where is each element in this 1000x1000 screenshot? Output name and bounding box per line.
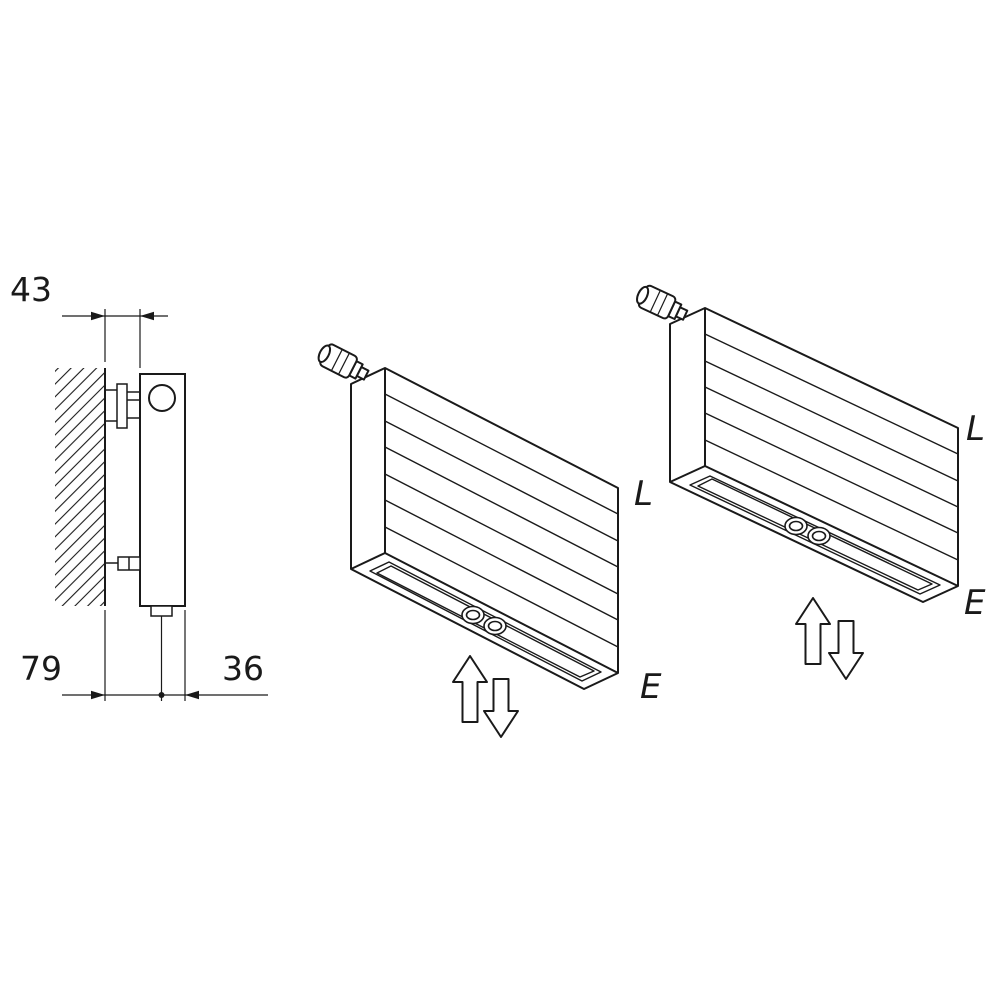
label-e: E: [964, 583, 986, 623]
dimension-bottom: 79 36: [20, 610, 268, 701]
bottom-connection-stub: [150, 605, 173, 617]
dim-value-36: 36: [222, 649, 264, 688]
dim-value-79: 79: [20, 649, 62, 688]
thermostat-valve-icon: [317, 343, 370, 381]
radiator-body: [669, 307, 959, 603]
panel-ribs: [704, 333, 959, 561]
radiator-iso-b: L E: [636, 284, 986, 680]
label-l: L: [966, 409, 985, 449]
bottom-channel: [369, 561, 602, 682]
thermostat-side-circle: [148, 384, 176, 412]
dim-arrow-left-icon: [185, 690, 199, 700]
radiator-iso-a: L E: [317, 343, 662, 738]
dimensions: 43 79 36: [10, 270, 268, 701]
wall-hatch: [55, 368, 105, 606]
flow-down-arrow-icon: [483, 678, 519, 738]
flow-up-arrow-icon: [452, 655, 488, 723]
panel-ribs: [384, 393, 619, 648]
dim-center-dot: [158, 692, 165, 698]
pipe-connections: [461, 605, 507, 636]
wall-bracket: [105, 383, 140, 429]
flow-down-arrow-icon: [828, 620, 864, 680]
dim-arrow-right-icon: [91, 311, 105, 321]
dim-value-43: 43: [10, 270, 52, 309]
label-l: L: [634, 474, 653, 514]
label-e: E: [640, 667, 662, 707]
thermostat-valve-icon: [636, 284, 689, 321]
side-view: [55, 368, 186, 701]
dim-arrow-left-icon: [140, 311, 154, 321]
dim-arrow-right-icon: [91, 690, 105, 700]
pipe-connections: [784, 516, 831, 546]
flow-up-arrow-icon: [795, 597, 831, 665]
dimension-wall-offset: 43: [10, 270, 168, 368]
lower-bracket: [105, 556, 141, 571]
bottom-channel: [689, 475, 941, 595]
radiator-body: [350, 367, 619, 690]
